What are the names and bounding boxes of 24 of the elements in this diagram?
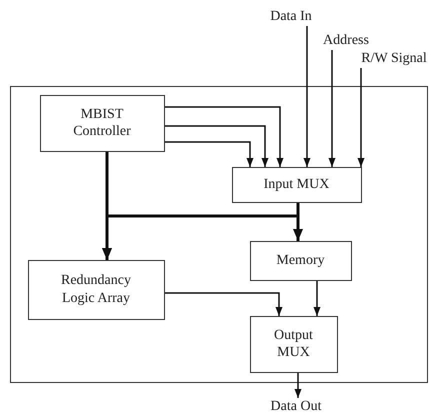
arrow — [304, 26, 310, 167]
arrow — [165, 106, 284, 167]
signal-label: Data In — [262, 8, 320, 26]
block-label: Input MUX — [264, 176, 330, 194]
signal-label: Address — [314, 32, 378, 50]
block-box — [40, 94, 164, 152]
signal-label: R/W Signal — [350, 50, 438, 68]
block-label: MBIST Controller — [72, 106, 132, 140]
block-box — [232, 166, 362, 202]
block-label: Redundancy Logic Array — [60, 272, 132, 307]
signal-label: Data Out — [262, 398, 330, 416]
block-box — [28, 260, 164, 320]
arrow — [314, 281, 320, 316]
system-boundary-box — [10, 86, 428, 383]
arrow — [165, 125, 268, 167]
arrow — [165, 141, 254, 167]
block-box — [250, 316, 338, 372]
arrow — [328, 50, 336, 167]
arrow — [358, 68, 364, 167]
block-box — [250, 240, 352, 280]
arrow — [165, 292, 282, 316]
block-label: Output MUX — [273, 326, 314, 362]
block-label: Memory — [276, 252, 325, 270]
arrow — [294, 373, 302, 398]
